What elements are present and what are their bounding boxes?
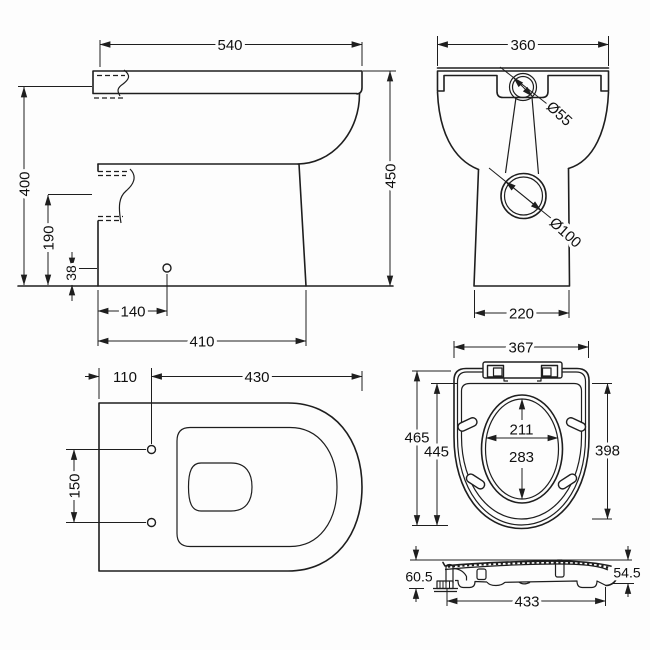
bumper-left-upper xyxy=(457,417,478,432)
pan-plan-view: 110 430 150 xyxy=(63,366,363,572)
dim-overall-width: 540 xyxy=(217,37,242,54)
pan-outer-outline xyxy=(98,402,363,572)
side-fixing-hole xyxy=(162,263,172,273)
damper-housing-left xyxy=(476,568,487,581)
hinge-cap-left xyxy=(486,364,505,378)
dim-fixing-offset: 110 xyxy=(113,369,137,386)
lid-top-inner-edge xyxy=(444,563,609,571)
top-shelf-outline xyxy=(436,67,610,99)
seat-underside-notches xyxy=(486,581,531,587)
water-area-outline xyxy=(187,462,253,512)
pedestal-outline xyxy=(473,167,571,287)
inlet-hole-inner xyxy=(511,75,535,99)
dim-fixing-centres: 150 xyxy=(66,473,83,498)
seat-plan-view: 367 465 445 398 211 283 xyxy=(401,336,623,530)
pan-rim-inner xyxy=(176,426,338,548)
dim-inlet-diameter: Ø55 xyxy=(543,98,575,130)
bowl-front-curve xyxy=(297,93,361,165)
seat-hinge-bar xyxy=(482,361,563,382)
dim-inlet-height: 190 xyxy=(40,225,57,250)
ext-lines xyxy=(437,36,609,318)
pan-back-elevation-view: 360 Ø55 Ø100 220 xyxy=(436,34,610,325)
dim-base-depth: 410 xyxy=(189,333,214,350)
outlet-hole-outer xyxy=(500,172,547,220)
dim-opening-width: 211 xyxy=(510,421,534,438)
seat-side-profile-view: 60.5 54.5 433 xyxy=(402,546,644,613)
fixing-hole-top xyxy=(146,444,157,455)
dim-fixing-hole-offset: 140 xyxy=(120,303,145,320)
dim-base-width: 220 xyxy=(509,305,534,322)
dim-bowl-depth: 430 xyxy=(244,369,269,386)
ext-lines xyxy=(18,40,396,346)
hinge-base-hatch xyxy=(439,581,450,589)
bumper-right-lower xyxy=(557,473,578,490)
hinge-cap-right-inner xyxy=(541,367,552,377)
hinge-arm xyxy=(452,567,468,581)
ext-lines xyxy=(66,368,363,523)
bumper-left-lower xyxy=(465,473,486,490)
dim-seat-length: 445 xyxy=(424,443,449,460)
wall-break-hidden-edges-top xyxy=(94,74,125,99)
dim-fixing-hole-height: 38 xyxy=(63,265,79,281)
flush-pipe xyxy=(504,97,540,175)
bowl-outline-right xyxy=(567,91,610,170)
seat-outer-outline xyxy=(453,367,590,530)
wall-break-line-pipe xyxy=(118,168,135,224)
dim-seat-overall-length: 465 xyxy=(404,429,429,446)
outlet-hole-inner xyxy=(503,176,544,216)
wall-break-hidden-edges-pipe xyxy=(98,170,128,222)
lid-seam-ticks xyxy=(447,561,611,570)
bowl-outline-left xyxy=(436,91,480,171)
hinge-post xyxy=(445,563,454,583)
hinge-foot xyxy=(433,587,458,593)
dim-seat-width: 367 xyxy=(508,339,533,356)
hinge-clips xyxy=(503,378,542,382)
dim-rim-height: 400 xyxy=(16,171,33,196)
dim-opening-length: 283 xyxy=(509,449,534,466)
seat-outer-offset xyxy=(456,371,587,526)
dim-back-width: 360 xyxy=(510,37,535,54)
seat-opening-outer xyxy=(480,394,564,504)
dim-front-height: 54.5 xyxy=(613,564,640,580)
pedestal-front-edge xyxy=(298,163,307,287)
dim-hinge-height: 60.5 xyxy=(405,568,432,584)
worktop-outline xyxy=(92,70,363,95)
dim-overall-height: 450 xyxy=(382,163,399,188)
fixing-hole-bottom xyxy=(146,517,157,528)
wall-break-line-top xyxy=(117,69,130,97)
seat-inner-edge xyxy=(460,382,583,520)
hinge-cap-left-inner xyxy=(492,367,503,377)
dim-seat-side-length: 433 xyxy=(514,593,539,610)
dim-outlet-diameter: Ø100 xyxy=(546,214,585,251)
seat-hinge-side xyxy=(433,563,468,593)
seat-bumpers xyxy=(457,417,587,490)
seat-underside xyxy=(455,579,607,589)
hinge-cap-right xyxy=(540,364,559,378)
bumper-right-upper xyxy=(565,417,587,432)
pan-side-elevation-view: 540 400 190 38 140 410 450 xyxy=(13,34,402,354)
dim-seat-inner-length: 398 xyxy=(595,442,620,459)
inlet-hole-outer xyxy=(508,72,538,102)
hinge-base-plate xyxy=(436,580,454,590)
